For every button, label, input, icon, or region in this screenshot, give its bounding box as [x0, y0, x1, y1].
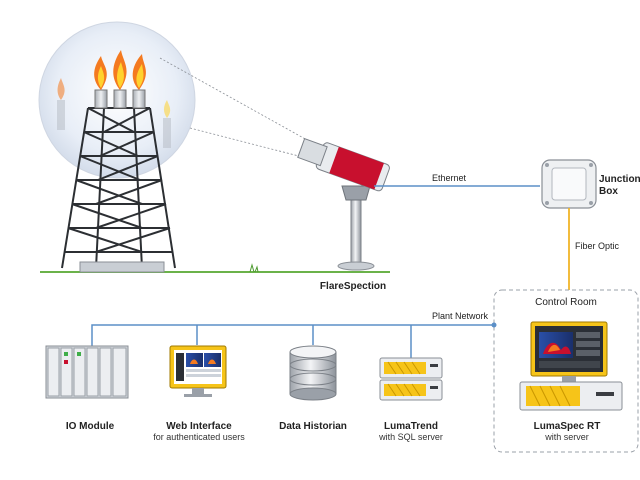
background-flares: [57, 78, 171, 148]
io-module: [45, 345, 129, 399]
data-historian: [289, 345, 337, 401]
web-interface-monitor: [169, 345, 227, 397]
camera-lens-hood: [297, 137, 328, 167]
camera-red-band: [329, 146, 384, 190]
junction-box-label-line1: Junction: [599, 174, 640, 185]
camera-mount: [341, 185, 371, 201]
junction-box-label: Junction Box: [599, 174, 640, 198]
lumatrend-title: LumaTrend: [384, 421, 438, 432]
lumaspec-rt-label: LumaSpec RT with server: [534, 421, 601, 442]
junction-box: [541, 159, 597, 209]
fiber-optic-label: Fiber Optic: [575, 241, 620, 251]
lattice-tower: [61, 107, 176, 269]
network-node: [491, 322, 497, 328]
lumatrend-sublabel: with SQL server: [379, 432, 443, 442]
data-historian-label: Data Historian: [279, 421, 347, 432]
camera-pole: [350, 194, 362, 266]
web-interface-sublabel: for authenticated users: [153, 432, 245, 442]
web-interface-title: Web Interface: [166, 421, 232, 432]
flarespection-label: FlareSpection: [319, 281, 387, 292]
flare-stack-illustration: [38, 21, 390, 273]
lumaspec-rt-workstation: [519, 321, 623, 411]
plant-network-bus: [91, 324, 494, 358]
lumaspec-rt-sublabel: with server: [545, 432, 589, 442]
web-interface-label: Web Interface for authenticated users: [153, 421, 245, 442]
flarespection-camera: [297, 137, 390, 271]
lumatrend-label: LumaTrend with SQL server: [379, 421, 443, 442]
lumatrend-server: [379, 357, 443, 401]
lumaspec-rt-title: LumaSpec RT: [533, 421, 601, 432]
plant-network-label: Plant Network: [432, 311, 489, 321]
control-room-title: Control Room: [535, 297, 597, 308]
io-module-label: IO Module: [65, 421, 115, 432]
sight-line-top: [159, 57, 326, 151]
control-room-box: [493, 289, 639, 453]
ethernet-label: Ethernet: [432, 173, 467, 183]
tower-base: [79, 261, 165, 273]
flames: [94, 50, 146, 90]
stack-tips: [94, 89, 146, 109]
junction-box-label-line2: Box: [599, 186, 618, 197]
